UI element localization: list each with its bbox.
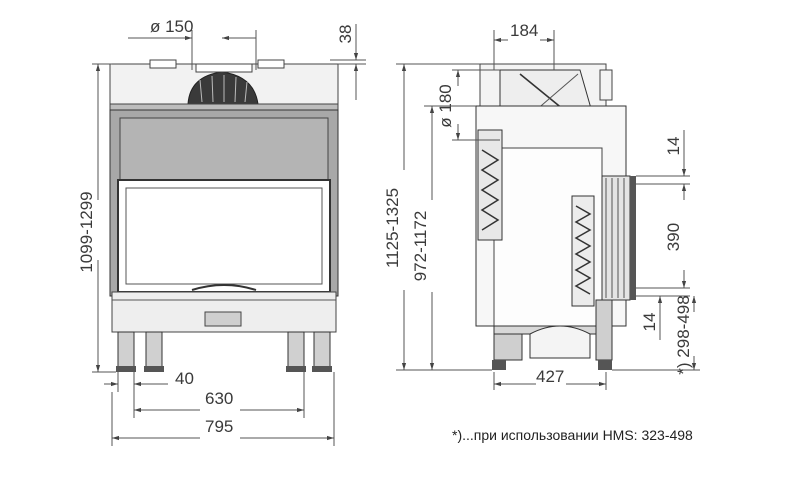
dim-depth-top: 184 xyxy=(510,21,538,40)
dim-height-inner-side: 972-1172 xyxy=(411,211,430,282)
dim-opening-height: 390 xyxy=(664,223,683,251)
dim-gap-top: 14 xyxy=(664,137,683,156)
front-view: ø 150 38 1099-1299 40 630 795 xyxy=(77,17,366,446)
dim-depth-base: 427 xyxy=(536,367,564,386)
dim-bottom-height: *) 298-498 xyxy=(674,295,693,374)
dim-height-total-side: 1125-1325 xyxy=(383,188,402,268)
dim-gap-bottom: 14 xyxy=(640,313,659,332)
footnote: *)...при использовании HMS: 323-498 xyxy=(452,427,693,443)
side-view: 184 ø 180 1125-1325 972-1172 14 390 14 xyxy=(383,21,700,390)
dim-inner-width: 630 xyxy=(205,389,233,408)
dim-leg-width: 40 xyxy=(175,369,194,388)
dim-flue-diameter-front: ø 150 xyxy=(150,17,193,36)
dim-top-offset: 38 xyxy=(336,25,355,44)
dim-overall-width: 795 xyxy=(205,417,233,436)
dim-height-total-front: 1099-1299 xyxy=(77,191,96,272)
